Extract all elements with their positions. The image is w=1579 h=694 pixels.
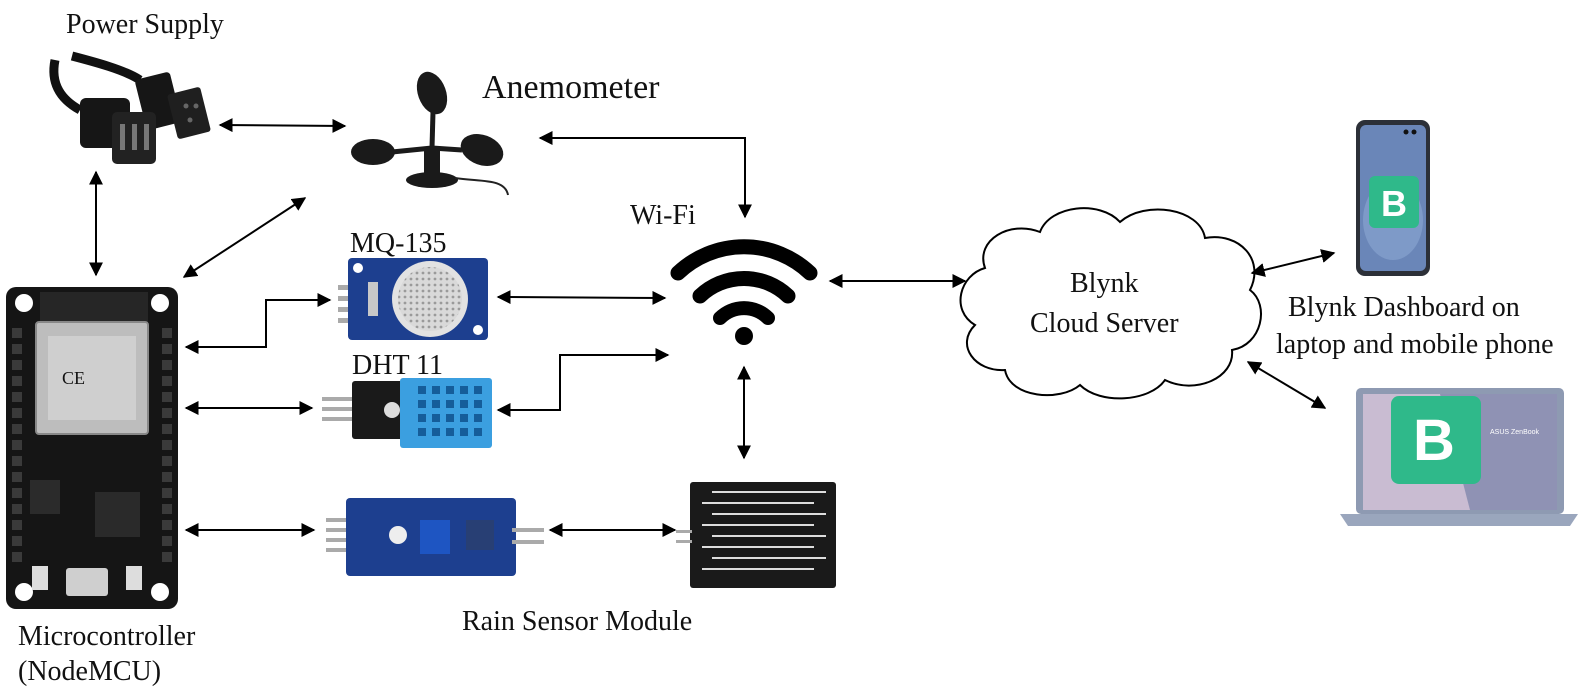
rain-sensor-plate-icon (676, 482, 836, 588)
rain-sensor-module-icon (326, 498, 544, 576)
header-pin (162, 488, 172, 498)
header-pin (12, 456, 22, 466)
header-pin (162, 504, 172, 514)
microcontroller-board-icon: CE (6, 287, 178, 609)
wifi-label: Wi-Fi (630, 200, 696, 231)
cloud-server-icon (959, 207, 1262, 400)
header-pin (162, 408, 172, 418)
vent-hole (460, 414, 468, 422)
vent-hole (446, 386, 454, 394)
vent-hole (418, 414, 426, 422)
header-pin (12, 392, 22, 402)
mq135-sensor-icon (338, 258, 488, 340)
header-pin (162, 392, 172, 402)
vent-hole (432, 414, 440, 422)
arrow-cloud-laptop (1246, 361, 1327, 409)
vent-hole (474, 428, 482, 436)
header-pin (162, 440, 172, 450)
vent-hole (474, 386, 482, 394)
vent-hole (460, 428, 468, 436)
header-pin (162, 376, 172, 386)
header-pin (162, 552, 172, 562)
header-pin (12, 424, 22, 434)
pin-header-left (12, 328, 22, 562)
rain-plate-traces (702, 491, 826, 570)
header-pin (162, 344, 172, 354)
header-pin (12, 488, 22, 498)
vent-hole (432, 428, 440, 436)
header-pin (12, 520, 22, 530)
header-pin (12, 360, 22, 370)
header-pin (12, 376, 22, 386)
arrow-power-anemometer (218, 118, 347, 133)
header-pin (12, 408, 22, 418)
arrow-microcontroller-mq135 (184, 293, 332, 354)
blynk-logo-laptop: B (1413, 408, 1455, 473)
microcontroller-label-line2: (NodeMCU) (18, 656, 161, 687)
anemometer-icon (351, 71, 509, 196)
dashboard-label-line1: Blynk Dashboard on (1288, 292, 1520, 323)
wifi-icon (670, 239, 818, 345)
vent-hole (474, 400, 482, 408)
power-supply-label: Power Supply (66, 9, 224, 40)
cloud-label-line1: Blynk (1070, 268, 1138, 299)
header-pin (12, 472, 22, 482)
vent-hole (432, 386, 440, 394)
header-pin (12, 440, 22, 450)
header-pin (162, 424, 172, 434)
blynk-logo-phone: B (1381, 183, 1407, 224)
header-pin (162, 536, 172, 546)
microcontroller-label-line1: Microcontroller (18, 621, 196, 652)
mobile-phone-icon: B (1356, 120, 1430, 276)
header-pin (12, 328, 22, 338)
blynk-app-icon-phone (1369, 176, 1419, 228)
power-supply-icon (49, 51, 211, 164)
ce-mark: CE (62, 368, 85, 388)
dht11-vent-grid (418, 386, 482, 436)
anemometer-label: Anemometer (482, 69, 660, 106)
vent-hole (418, 428, 426, 436)
blynk-app-icon-laptop (1391, 396, 1481, 484)
rain-sensor-label: Rain Sensor Module (462, 606, 692, 637)
dht11-label: DHT 11 (352, 350, 443, 381)
mq135-label: MQ-135 (350, 228, 446, 259)
vent-hole (446, 400, 454, 408)
header-pin (162, 328, 172, 338)
arrow-cloud-phone (1250, 249, 1336, 277)
pin-header-right (162, 328, 172, 562)
header-pin (162, 472, 172, 482)
header-pin (162, 360, 172, 370)
header-pin (12, 344, 22, 354)
vent-hole (474, 414, 482, 422)
arrow-dht11-wifi (496, 348, 670, 417)
vent-hole (446, 428, 454, 436)
dht11-sensor-icon (322, 378, 492, 448)
arrow-mq135-wifi (496, 290, 667, 305)
dashboard-label-line2: laptop and mobile phone (1276, 329, 1554, 360)
vent-hole (460, 386, 468, 394)
vent-hole (418, 400, 426, 408)
arrow-microcontroller-anemometer (182, 197, 307, 278)
vent-hole (432, 400, 440, 408)
header-pin (162, 520, 172, 530)
header-pin (162, 456, 172, 466)
laptop-icon: B ASUS ZenBook (1340, 388, 1578, 526)
laptop-brand-text: ASUS ZenBook (1490, 429, 1540, 436)
header-pin (12, 536, 22, 546)
vent-hole (418, 386, 426, 394)
cloud-label-line2: Cloud Server (1030, 308, 1179, 339)
arrow-anemometer-wifi (538, 131, 752, 219)
connection-arrows (89, 118, 1336, 537)
vent-hole (446, 414, 454, 422)
vent-hole (460, 400, 468, 408)
header-pin (12, 552, 22, 562)
header-pin (12, 504, 22, 514)
